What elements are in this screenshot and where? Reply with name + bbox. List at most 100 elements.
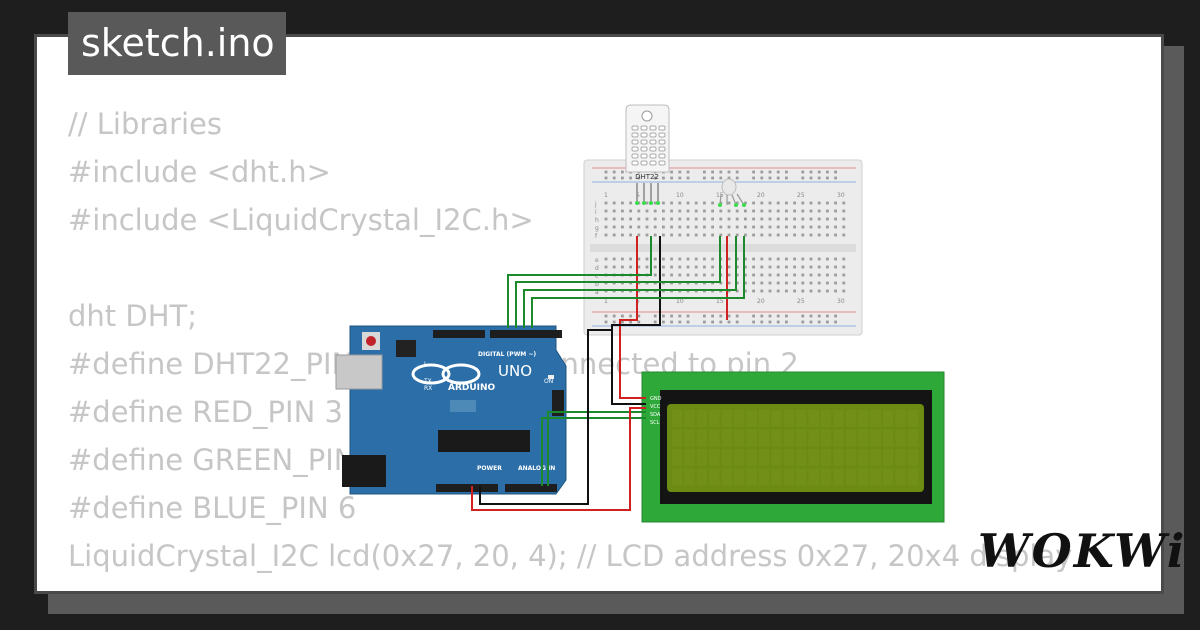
hole — [612, 320, 616, 324]
hole — [653, 314, 657, 318]
hole — [760, 314, 764, 318]
hole — [670, 209, 673, 213]
hole — [637, 265, 641, 269]
sensor-vent — [658, 146, 666, 152]
hole — [776, 289, 780, 293]
hole — [604, 217, 608, 221]
hole — [793, 209, 796, 213]
lcd-cell — [709, 410, 720, 427]
hole — [670, 217, 673, 221]
code-line: #define BLUE_PIN 6 — [68, 491, 357, 525]
lcd-cell — [684, 449, 695, 466]
hole — [719, 201, 723, 205]
lcd-cell — [783, 410, 795, 427]
sensor-vent — [631, 132, 639, 138]
bb-col-label: 1 — [604, 298, 608, 305]
hole — [727, 170, 731, 174]
hole — [785, 314, 788, 318]
hole — [645, 257, 649, 261]
hole — [629, 265, 632, 269]
hole — [694, 273, 698, 277]
sensor-vent — [649, 153, 657, 159]
hole — [785, 273, 788, 277]
lcd-pin-label: SCL — [650, 420, 660, 426]
hole — [752, 289, 755, 293]
hole — [760, 217, 764, 221]
sensor-vent — [658, 153, 666, 159]
hole — [629, 209, 632, 213]
hole — [735, 225, 739, 229]
hole — [744, 265, 747, 269]
hole — [686, 265, 690, 269]
hole — [711, 209, 714, 213]
hole — [662, 273, 665, 277]
hole — [703, 320, 706, 324]
hole — [694, 225, 698, 229]
hole — [612, 233, 616, 237]
lcd-cell — [808, 429, 819, 447]
lcd-cell — [672, 429, 683, 447]
hole — [801, 170, 805, 174]
hole — [752, 320, 755, 324]
hole — [834, 176, 837, 180]
hole — [727, 281, 731, 285]
hole — [604, 265, 608, 269]
hole — [785, 281, 788, 285]
hole — [834, 233, 837, 237]
hole — [801, 273, 805, 277]
hole — [637, 176, 641, 180]
hole — [678, 257, 682, 261]
hole — [662, 176, 665, 180]
hole — [637, 320, 641, 324]
hole — [760, 201, 764, 205]
hole — [670, 201, 673, 205]
hole — [768, 281, 772, 285]
hole — [686, 314, 690, 318]
lcd-cell — [746, 429, 757, 447]
lcd-cell — [709, 429, 720, 447]
hole — [612, 170, 616, 174]
hole — [842, 281, 846, 285]
hole — [801, 281, 805, 285]
arduino-brand: ARDUINO — [448, 383, 496, 393]
hole — [694, 233, 698, 237]
wire-green — [523, 236, 737, 328]
hole — [801, 257, 805, 261]
hole — [653, 233, 657, 237]
lcd-cell — [820, 449, 832, 466]
lcd-module: GND VCC SDA SCL — [641, 371, 945, 523]
hole — [719, 233, 723, 237]
hole — [735, 233, 739, 237]
hole — [776, 176, 780, 180]
lcd-pin-label: VCC — [650, 404, 661, 410]
hole — [719, 217, 723, 221]
hole — [776, 281, 780, 285]
hole — [776, 225, 780, 229]
hole — [621, 217, 624, 221]
hole — [842, 233, 846, 237]
hole — [760, 233, 764, 237]
lcd-cell — [895, 449, 906, 466]
sensor-vent — [640, 125, 648, 131]
hole — [727, 257, 731, 261]
hole — [801, 320, 805, 324]
sensor-vent — [640, 139, 648, 145]
hole — [785, 217, 788, 221]
hole — [637, 314, 641, 318]
lcd-cell — [907, 429, 919, 447]
hole — [785, 170, 788, 174]
hole — [703, 257, 706, 261]
hole — [735, 257, 739, 261]
hole — [801, 265, 805, 269]
hole — [686, 209, 690, 213]
hole — [686, 320, 690, 324]
hole — [735, 281, 739, 285]
hole — [801, 233, 805, 237]
lcd-cell — [734, 449, 745, 466]
hole — [752, 257, 755, 261]
lcd-cell — [845, 410, 857, 427]
hole — [785, 225, 788, 229]
hole — [621, 225, 624, 229]
lcd-cell — [721, 468, 733, 486]
lcd-cell — [858, 468, 869, 486]
